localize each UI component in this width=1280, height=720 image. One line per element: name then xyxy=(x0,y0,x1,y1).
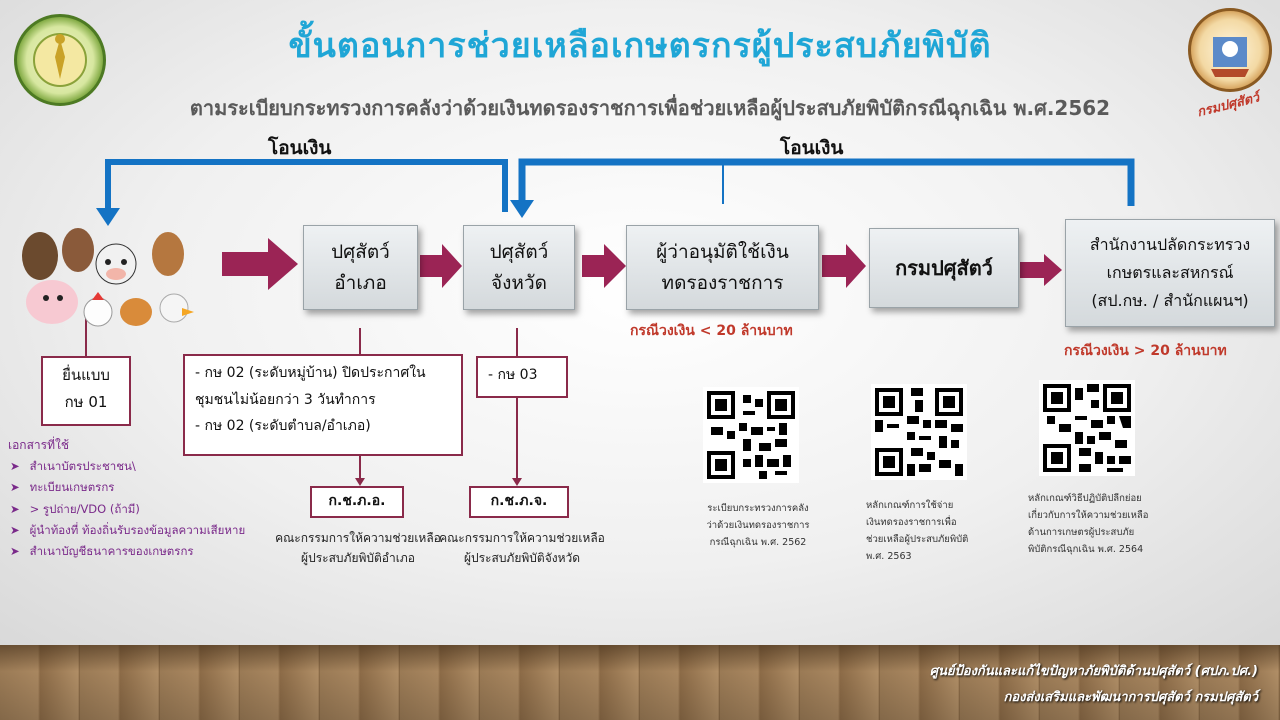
arrow-bullet-icon: ➤ xyxy=(10,522,20,537)
page-title: ขั้นตอนการช่วยเหลือเกษตรกรผู้ประสบภัยพิบ… xyxy=(288,26,992,66)
qr-caption-line: ช่วยเหลือผู้ประสบภัยพิบัติ xyxy=(866,534,969,546)
qr-caption-criteria: หลักเกณฑ์การใช้จ่าย เงินทดรองราชการเพื่อ… xyxy=(866,497,996,565)
node-province-livestock: ปศุสัตว์ จังหวัด xyxy=(463,225,575,310)
node-province-line1: ปศุสัตว์ xyxy=(489,241,549,264)
docs-item-text: สำเนาบัญชีธนาคารของเกษตรกร xyxy=(29,544,194,559)
committee-district-line2: ผู้ประสบภัยพิบัติอำเภอ xyxy=(301,551,415,566)
qr-caption-line: พ.ศ. 2563 xyxy=(866,551,912,563)
node-ministry-line3: (สป.กษ. / สำนักแผนฯ) xyxy=(1091,291,1249,310)
limit-over-label: กรณีวงเงิน > 20 ล้านบาท xyxy=(1064,343,1227,359)
committee-district-line1: คณะกรรมการให้ความช่วยเหลือ xyxy=(275,531,441,545)
node-ministry-office: สำนักงานปลัดกระทรวง เกษตรและสหกรณ์ (สป.ก… xyxy=(1065,219,1275,327)
qr-code-criteria-2563[interactable] xyxy=(871,384,967,480)
form-box-line2: กษ 01 xyxy=(64,393,108,411)
docs-list-item: ➤ > รูปถ่าย/VDO (ถ้ามี) xyxy=(10,499,245,520)
livestock-illustration xyxy=(22,228,194,327)
docs-list-item: ➤ สำเนาบัญชีธนาคารของเกษตรกร xyxy=(10,541,245,562)
district-docs-line3: - กษ 02 (ระดับตำบล/อำเภอ) xyxy=(195,418,371,435)
docs-item-text: ทะเบียนเกษตรกร xyxy=(29,480,115,495)
qr-caption-line: หลักเกณฑ์วิธีปฏิบัติปลีกย่อย xyxy=(1028,493,1142,504)
docs-item-text: > รูปถ่าย/VDO (ถ้ามี) xyxy=(29,501,140,516)
qr-caption-line: ด้านการเกษตรผู้ประสบภัย xyxy=(1028,527,1135,539)
node-district-line1: ปศุสัตว์ xyxy=(331,241,390,264)
node-governor-approval: ผู้ว่าอนุมัติใช้เงิน ทดรองราชการ xyxy=(626,225,819,310)
limit-under-label: กรณีวงเงิน < 20 ล้านบาท xyxy=(630,323,793,339)
docs-list: ➤ สำเนาบัตรประชาชน\ ➤ ทะเบียนเกษตรกร ➤ > รู… xyxy=(10,456,245,562)
qr-caption-line: หลักเกณฑ์การใช้จ่าย xyxy=(866,500,954,511)
qr-caption-line: พิบัติกรณีฉุกเฉิน พ.ศ. 2564 xyxy=(1028,544,1144,556)
docs-list-item: ➤ ผู้นำท้องที่ ท้องถิ่นรับรองข้อมูลความเส… xyxy=(10,520,245,541)
qr-caption-procedure: หลักเกณฑ์วิธีปฏิบัติปลีกย่อย เกี่ยวกับกา… xyxy=(1028,490,1168,558)
arrow-bullet-icon: ➤ xyxy=(10,501,20,516)
docs-list-item: ➤ ทะเบียนเกษตรกร xyxy=(10,477,245,498)
dld-logo xyxy=(1188,8,1272,92)
docs-list-item: ➤ สำเนาบัตรประชาชน\ xyxy=(10,456,245,477)
qr-caption-regulation: ระเบียบกระทรวงการคลัง ว่าด้วยเงินทดรองรา… xyxy=(694,500,822,551)
node-province-line2: จังหวัด xyxy=(491,271,547,294)
qr-caption-line: เงินทดรองราชการเพื่อ xyxy=(866,517,957,529)
wood-floor xyxy=(0,645,1280,720)
transfer-label-left: โอนเงิน xyxy=(268,137,332,159)
node-district-line2: อำเภอ xyxy=(334,271,387,294)
district-docs-line1: - กษ 02 (ระดับหมู่บ้าน) ปิดประกาศใน xyxy=(195,365,426,381)
qr-caption-line: เกี่ยวกับการให้ความช่วยเหลือ xyxy=(1028,510,1149,522)
flow-arrows xyxy=(85,158,1135,486)
form-kor-01-box: ยื่นแบบ กษ 01 xyxy=(41,356,131,426)
arrow-bullet-icon: ➤ xyxy=(10,459,20,473)
committee-province-desc: คณะกรรมการให้ความช่วยเหลือ ผู้ประสบภัยพิ… xyxy=(436,528,608,569)
transfer-label-right: โอนเงิน xyxy=(780,137,844,159)
committee-district-code: ก.ช.ภ.อ. xyxy=(310,486,404,518)
footer-division-name: กองส่งเสริมและพัฒนาการปศุสัตว์ กรมปศุสัต… xyxy=(1003,690,1258,705)
qr-caption-line: กรณีฉุกเฉิน พ.ศ. 2562 xyxy=(709,537,807,549)
docs-header: เอกสารที่ใช้ xyxy=(8,438,69,452)
province-docs-box: - กษ 03 xyxy=(476,356,568,398)
node-ministry-line2: เกษตรและสหกรณ์ xyxy=(1106,263,1234,282)
qr-caption-line: ว่าด้วยเงินทดรองราชการ xyxy=(706,520,810,532)
district-docs-line2: ชุมชนไม่น้อยกว่า 3 วันทำการ xyxy=(195,391,376,408)
ministry-logo xyxy=(14,14,106,106)
committee-district-desc: คณะกรรมการให้ความช่วยเหลือ ผู้ประสบภัยพิ… xyxy=(262,528,454,569)
form-box-line1: ยื่นแบบ xyxy=(62,366,110,384)
node-ministry-line1: สำนักงานปลัดกระทรวง xyxy=(1089,235,1251,254)
arrow-bullet-icon: ➤ xyxy=(10,480,20,495)
docs-item-text: สำเนาบัตรประชาชน\ xyxy=(29,459,136,473)
docs-item-text: ผู้นำท้องที่ ท้องถิ่นรับรองข้อมูลความเสี… xyxy=(29,522,246,537)
node-district-livestock: ปศุสัตว์ อำเภอ xyxy=(303,225,418,310)
node-dld: กรมปศุสัตว์ xyxy=(869,228,1019,308)
arrow-bullet-icon: ➤ xyxy=(10,544,20,559)
page-subtitle: ตามระเบียบกระทรวงการคลังว่าด้วยเงินทดรอง… xyxy=(189,96,1111,120)
qr-code-regulation-2562[interactable] xyxy=(703,387,799,483)
qr-code-procedure-2564[interactable] xyxy=(1039,380,1135,476)
node-governor-line2: ทดรองราชการ xyxy=(661,271,784,294)
qr-caption-line: ระเบียบกระทรวงการคลัง xyxy=(707,503,809,514)
committee-province-code: ก.ช.ภ.จ. xyxy=(469,486,569,518)
footer-center-name: ศูนย์ป้องกันและแก้ไขปัญหาภัยพิบัติด้านปศ… xyxy=(929,664,1258,679)
node-governor-line1: ผู้ว่าอนุมัติใช้เงิน xyxy=(656,241,789,264)
committee-province-line1: คณะกรรมการให้ความช่วยเหลือ xyxy=(439,531,605,545)
committee-province-line2: ผู้ประสบภัยพิบัติจังหวัด xyxy=(463,551,581,566)
district-docs-box: - กษ 02 (ระดับหมู่บ้าน) ปิดประกาศใน ชุมช… xyxy=(183,354,463,456)
